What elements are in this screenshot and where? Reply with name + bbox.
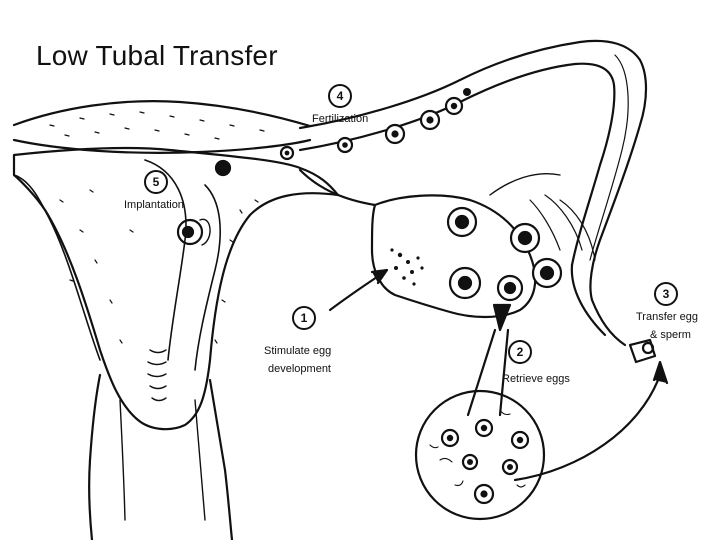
- step-3-label-line-1: Transfer egg: [636, 308, 698, 326]
- ovarian-ligament: [300, 170, 375, 205]
- retrieval-needle: [468, 305, 510, 415]
- fallopian-tube: [300, 41, 646, 345]
- step-3-label-line-2: & sperm: [650, 326, 691, 344]
- implanted-embryo: [178, 219, 210, 245]
- step-2-label-line-1: Retrieve eggs: [502, 370, 570, 388]
- step-1-label-line-2: development: [268, 360, 331, 378]
- step-5-badge: 5: [144, 170, 168, 194]
- step-4-badge: 4: [328, 84, 352, 108]
- uterine-wall-upper: [14, 101, 310, 153]
- diagram-title: Low Tubal Transfer: [36, 40, 278, 72]
- step-1-badge: 1: [292, 306, 316, 330]
- ovary: [372, 195, 561, 317]
- stimulate-arrow: [330, 270, 387, 310]
- collection-dish: [416, 391, 544, 519]
- step-3-badge: 3: [654, 282, 678, 306]
- step-4-label-line-1: Fertilization: [312, 110, 368, 128]
- step-1-label-line-1: Stimulate egg: [264, 342, 331, 360]
- step-5-label-line-1: Implantation: [124, 196, 184, 214]
- step-2-badge: 2: [508, 340, 532, 364]
